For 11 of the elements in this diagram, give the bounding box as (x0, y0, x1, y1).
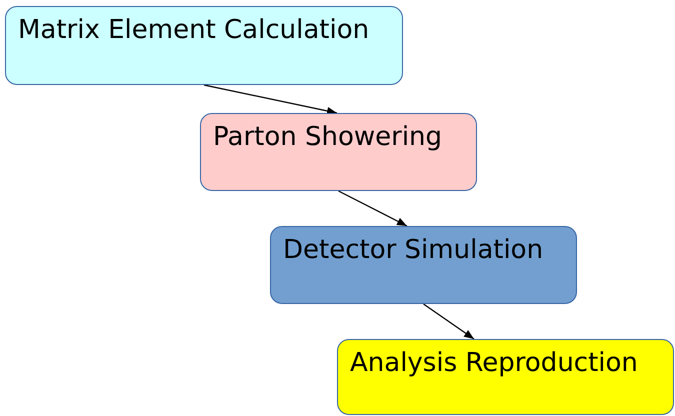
box-title: Parton Showering (213, 122, 442, 154)
box-title: Analysis Reproduction (350, 348, 638, 380)
process-box (5, 6, 403, 85)
box-title: Matrix Element Calculation (18, 15, 370, 46)
arrow (204, 84, 338, 115)
arrow (423, 304, 474, 340)
process-box (200, 113, 477, 191)
process-box (337, 339, 674, 415)
box-title: Detector Simulation (283, 235, 544, 266)
process-box (270, 226, 577, 304)
arrow (338, 190, 408, 227)
